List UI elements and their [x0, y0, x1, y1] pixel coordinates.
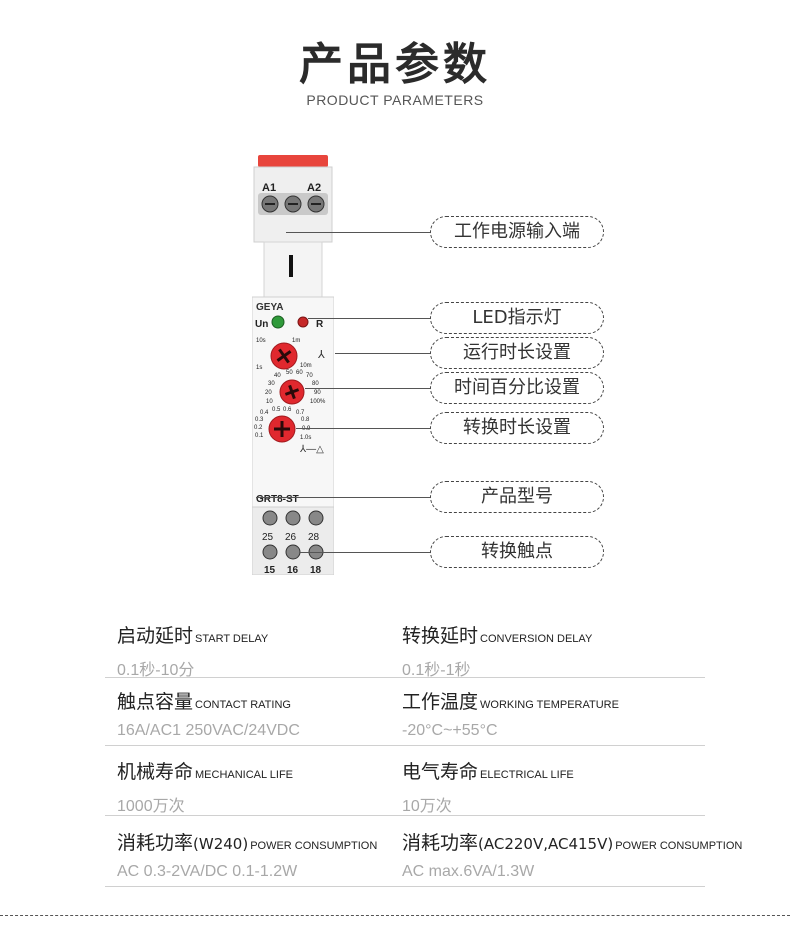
terminal-number: 25 [262, 532, 274, 543]
knob3-scale-label: 0.1 [255, 433, 264, 439]
leader-line [308, 318, 430, 319]
callout-transition-time: 转换时长设置 [430, 412, 604, 444]
param-title: 消耗功率(AC220V,AC415V)POWER CONSUMPTION [402, 832, 743, 854]
callout-power-input: 工作电源输入端 [430, 216, 604, 248]
led-label-un: Un [255, 319, 268, 330]
knob3-scale-label: 1.0s [300, 435, 311, 441]
param-value: -20°C~+55°C [402, 722, 498, 739]
callout-contacts: 转换触点 [430, 536, 604, 568]
knob1-scale-label: 1s [256, 365, 262, 371]
knob3-scale-label: 0.2 [254, 425, 263, 431]
knob2-scale-label: 60 [296, 370, 303, 376]
knob3-scale-label: 0.5 [272, 407, 281, 413]
knob1-scale-label: 10s [256, 338, 266, 344]
param-value: 1000万次 [117, 798, 185, 815]
knob3-scale-label: 0.4 [260, 410, 269, 416]
leader-line [286, 232, 430, 233]
terminal-label-a1: A1 [262, 182, 276, 194]
terminal-number: 16 [287, 565, 299, 575]
knob2-scale-label: 90 [314, 390, 321, 396]
callout-run-time: 运行时长设置 [430, 337, 604, 369]
knob2-scale-label: 50 [286, 370, 293, 376]
terminal-number: 26 [285, 532, 297, 543]
knob1-scale-label: 10m [300, 363, 312, 369]
leader-line [305, 388, 430, 389]
knob3-scale-label: 0.8 [301, 417, 310, 423]
screw-icon [262, 544, 278, 560]
knob2-scale-label: 80 [312, 381, 319, 387]
screw-icon [262, 510, 278, 526]
knob3-scale-label: 0.9 [302, 426, 311, 432]
knob2-scale-label: 40 [274, 373, 281, 379]
callout-time-percentage: 时间百分比设置 [430, 372, 604, 404]
knob3-scale-label: 0.6 [283, 407, 292, 413]
leader-line [300, 552, 430, 553]
param-value: 0.1秒-10分 [117, 662, 195, 679]
knob1-scale-label: 1m [292, 338, 300, 344]
star-delta-symbol-icon: ⅄—△ [299, 444, 324, 455]
page-subtitle: PRODUCT PARAMETERS [306, 92, 484, 108]
red-led-icon [297, 316, 309, 328]
timer-relay-illustration: A1 A2 GEYA Un R 10s 1m 1s 10m ⅄ 40 50 60… [252, 155, 334, 575]
terminal-number: 28 [308, 532, 320, 543]
brand-logo: GEYA [256, 302, 283, 313]
screw-icon [285, 510, 301, 526]
knob2-scale-label: 20 [265, 390, 272, 396]
param-value: 0.1秒-1秒 [402, 662, 471, 679]
param-value: 10万次 [402, 798, 452, 815]
terminal-number: 18 [310, 565, 322, 575]
model-label: GRT8-ST [256, 494, 299, 505]
screw-icon [308, 510, 324, 526]
knob2-scale-label: 70 [306, 373, 313, 379]
knob2-scale-label: 100% [310, 399, 326, 405]
knob2-scale-label: 10 [266, 399, 273, 405]
knob3-scale-label: 0.3 [255, 417, 264, 423]
terminal-label-a2: A2 [307, 182, 321, 194]
led-label-r: R [316, 319, 324, 330]
param-value: 16A/AC1 250VAC/24VDC [117, 722, 300, 739]
param-title: 消耗功率(W240)POWER CONSUMPTION [117, 832, 378, 854]
callout-led: LED指示灯 [430, 302, 604, 334]
green-led-icon [271, 315, 285, 329]
leader-line [256, 497, 430, 498]
leader-line [335, 353, 430, 354]
bottom-divider [0, 915, 790, 916]
knob2-scale-label: 30 [268, 381, 275, 387]
knob3-scale-label: 0.7 [296, 410, 305, 416]
wye-symbol-icon: ⅄ [317, 349, 325, 361]
leader-line [296, 428, 430, 429]
callout-model: 产品型号 [430, 481, 604, 513]
red-cap [258, 155, 328, 167]
screw-icon [285, 544, 301, 560]
param-value: AC 0.3-2VA/DC 0.1-1.2W [117, 863, 298, 880]
terminal-number: 15 [264, 565, 276, 575]
param-row: 消耗功率(W240)POWER CONSUMPTION AC 0.3-2VA/D… [105, 815, 742, 887]
page-title: 产品参数 [299, 39, 491, 90]
param-value: AC max.6VA/1.3W [402, 863, 535, 880]
